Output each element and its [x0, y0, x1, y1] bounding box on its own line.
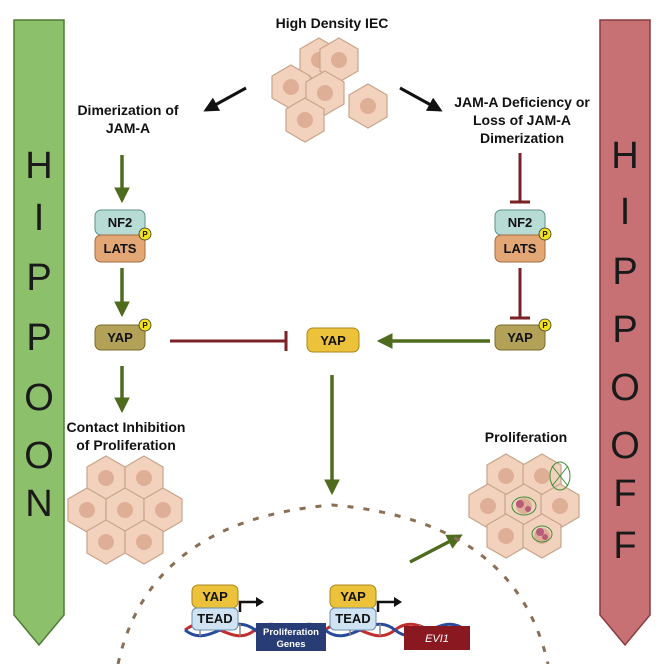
top-label: High Density IEC	[276, 15, 389, 31]
center-yap: YAP	[306, 327, 360, 353]
proliferation-label: Proliferation	[485, 429, 567, 445]
right-lats-label: LATS	[504, 241, 537, 256]
left-yap-phospho: YAP P	[94, 318, 152, 351]
proliferation-genes-box	[256, 623, 326, 651]
deficiency-label-line2: Loss of JAM-A	[473, 112, 571, 128]
nucleus-tead-1: TEAD	[197, 611, 232, 626]
dividing-chromosomes	[516, 500, 548, 540]
left-nf2-label: NF2	[108, 215, 133, 230]
hippo-off-letter: F	[613, 525, 636, 567]
left-nf2-lats-complex: NF2 LATS P	[94, 209, 152, 263]
phospho-mark: P	[142, 230, 148, 239]
nucleus-yap-1: YAP	[202, 589, 228, 604]
proliferation-genes-line2: Genes	[276, 639, 305, 650]
center-yap-label: YAP	[320, 333, 346, 348]
phospho-icon	[538, 227, 552, 241]
hippo-off-letter: I	[620, 191, 631, 233]
high-density-cells	[271, 37, 388, 143]
right-nf2-label: NF2	[508, 215, 533, 230]
right-nf2-lats-complex: NF2 LATS P	[494, 209, 552, 263]
hippo-on-letter: I	[34, 197, 45, 239]
hippo-on-letter: O	[24, 377, 54, 419]
yap-tead-complex-2: YAP TEAD	[329, 584, 402, 631]
hippo-on-bar: H I P P O O N	[13, 19, 65, 647]
nucleus-yap-2: YAP	[340, 589, 366, 604]
transcription-start-icon	[238, 600, 258, 612]
right-yap-phospho: YAP P	[494, 318, 552, 351]
hippo-on-letter: P	[26, 317, 51, 359]
phospho-icon	[538, 318, 552, 332]
phospho-icon	[138, 318, 152, 332]
hippo-off-letter: O	[610, 425, 640, 467]
yap-tead-complex-1: YAP TEAD	[191, 584, 264, 631]
deficiency-label-line3: Dimerization	[480, 130, 564, 146]
transcription-start-icon	[376, 600, 396, 612]
phospho-mark: P	[542, 321, 548, 330]
hippo-on-letter: N	[25, 483, 52, 525]
hippo-off-letter: H	[611, 135, 638, 177]
hippo-off-bar: H I P P O O F F	[599, 19, 651, 647]
mitotic-spindles	[511, 461, 571, 543]
hippo-off-letter: F	[613, 473, 636, 515]
nucleus-tead-2: TEAD	[335, 611, 370, 626]
proliferation-cells	[468, 453, 580, 559]
nucleus-envelope	[116, 503, 550, 664]
evi1-gene-box	[404, 626, 470, 650]
dimerization-label-line2: JAM-A	[106, 120, 150, 136]
right-yap-label: YAP	[507, 330, 533, 345]
proliferation-genes-line1: Proliferation	[263, 627, 319, 638]
arrow-to-dimerization	[203, 86, 247, 112]
arrow-to-deficiency	[399, 86, 443, 112]
hippo-off-letter: P	[612, 251, 637, 293]
phospho-icon	[138, 227, 152, 241]
hippo-on-letter: O	[24, 435, 54, 477]
evi1-gene-label: EVI1	[425, 633, 449, 645]
deficiency-label-line1: JAM-A Deficiency or	[454, 94, 590, 110]
left-lats-label: LATS	[104, 241, 137, 256]
left-yap-label: YAP	[107, 330, 133, 345]
hippo-off-letter: O	[610, 367, 640, 409]
contact-inhibition-cells	[67, 455, 183, 565]
hippo-on-letter: P	[26, 257, 51, 299]
phospho-mark: P	[542, 230, 548, 239]
dimerization-label-line1: Dimerization of	[77, 102, 178, 118]
phospho-mark: P	[142, 321, 148, 330]
contact-inhibition-line2: of Proliferation	[76, 437, 176, 453]
hippo-on-letter: H	[25, 145, 52, 187]
arrow-nucleus-to-proliferation	[409, 534, 463, 564]
contact-inhibition-line1: Contact Inhibition	[67, 419, 186, 435]
hippo-off-letter: P	[612, 309, 637, 351]
